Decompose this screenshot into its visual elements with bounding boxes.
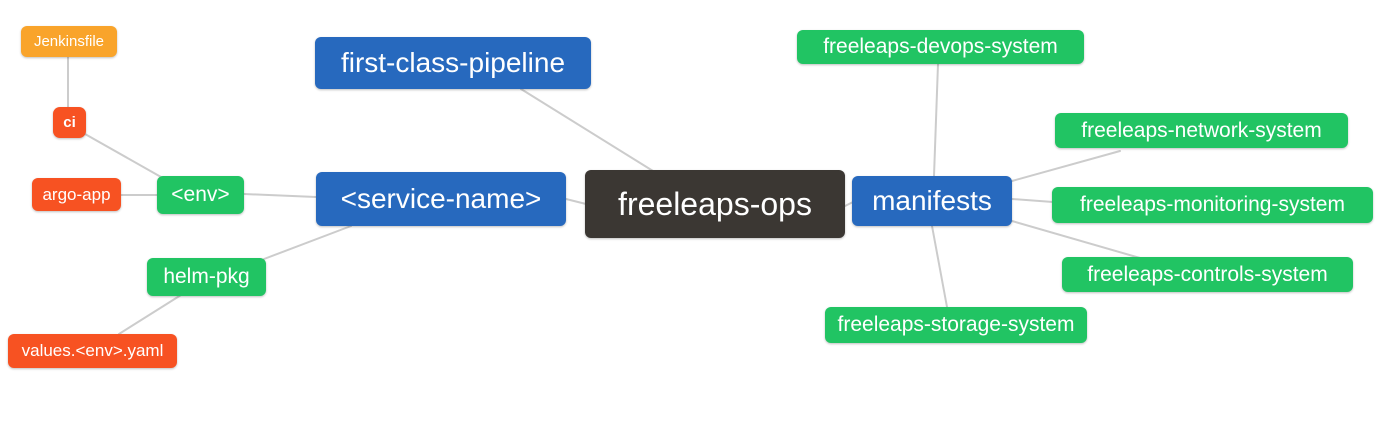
edge-env-service-name <box>243 193 317 198</box>
node-freeleaps-ops-root[interactable]: freeleaps-ops <box>585 170 845 238</box>
edge-manifests-monitoring <box>1011 198 1054 203</box>
node-freeleaps-devops-system[interactable]: freeleaps-devops-system <box>797 30 1084 64</box>
edge-helm-pkg-service-name <box>263 225 352 260</box>
edge-pipeline-root <box>520 88 654 172</box>
node-env[interactable]: <env> <box>157 176 244 214</box>
edge-devops-manifests <box>933 63 939 177</box>
node-first-class-pipeline[interactable]: first-class-pipeline <box>315 37 591 89</box>
node-manifests[interactable]: manifests <box>852 176 1012 226</box>
edge-values-helm-pkg <box>118 294 182 335</box>
edge-manifests-network <box>1011 150 1121 182</box>
node-ci[interactable]: ci <box>53 107 86 138</box>
edge-manifests-storage <box>931 225 948 308</box>
node-jenkinsfile[interactable]: Jenkinsfile <box>21 26 117 57</box>
edge-service-name-root <box>565 198 587 205</box>
node-service-name[interactable]: <service-name> <box>316 172 566 226</box>
node-freeleaps-monitoring-system[interactable]: freeleaps-monitoring-system <box>1052 187 1373 223</box>
node-freeleaps-storage-system[interactable]: freeleaps-storage-system <box>825 307 1087 343</box>
node-argo-app[interactable]: argo-app <box>32 178 121 211</box>
node-values-env-yaml[interactable]: values.<env>.yaml <box>8 334 177 368</box>
edge-ci-env <box>84 133 162 178</box>
node-freeleaps-network-system[interactable]: freeleaps-network-system <box>1055 113 1348 148</box>
node-freeleaps-controls-system[interactable]: freeleaps-controls-system <box>1062 257 1353 292</box>
edge-manifests-controls <box>1011 220 1141 259</box>
node-helm-pkg[interactable]: helm-pkg <box>147 258 266 296</box>
edge-root-manifests <box>844 201 854 207</box>
